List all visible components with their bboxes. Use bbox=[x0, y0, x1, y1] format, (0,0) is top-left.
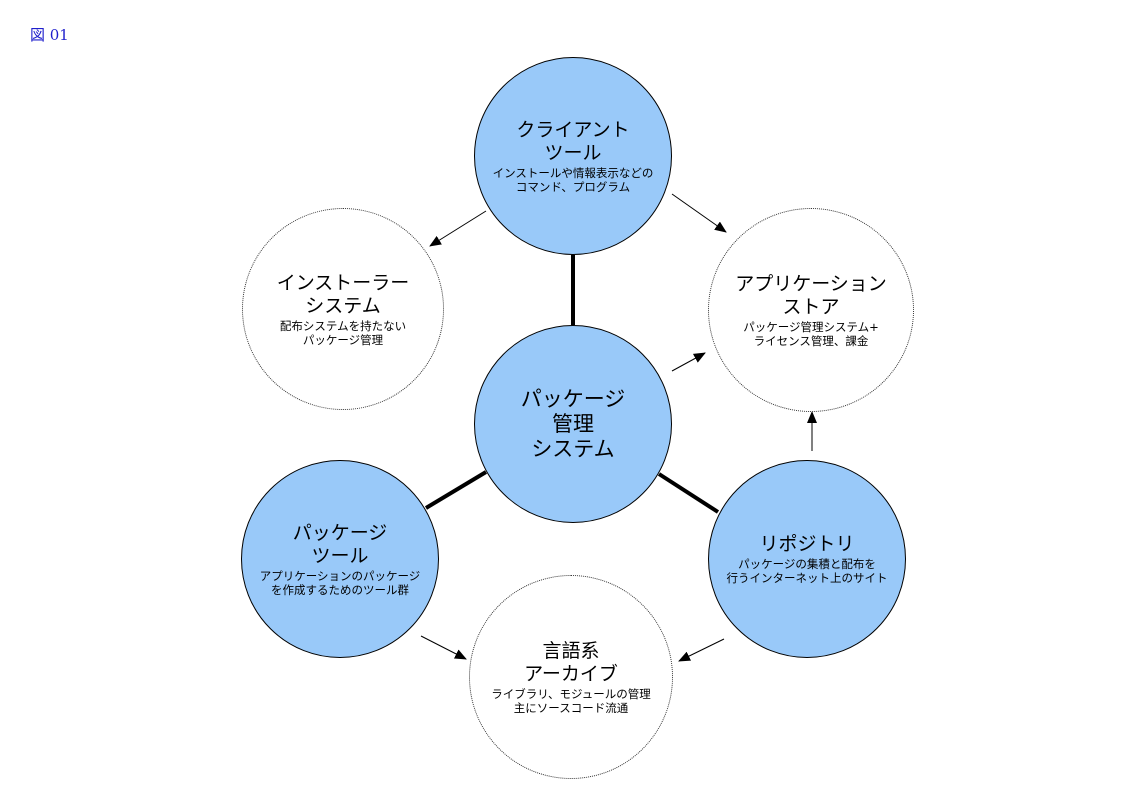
language-archive-title: 言語系 アーカイブ bbox=[524, 639, 618, 685]
arrow-client-to-store bbox=[671, 193, 727, 233]
spoke-package-tool bbox=[424, 470, 488, 510]
node-client-tool: クライアント ツール インストールや情報表示などの コマンド、プログラム bbox=[474, 57, 672, 255]
spoke-repository bbox=[657, 472, 720, 514]
arrow-tool-to-archive bbox=[420, 635, 467, 660]
node-repository: リポジトリ パッケージの集積と配布を 行うインターネット上のサイト bbox=[708, 460, 906, 658]
node-installer-system: インストーラー システム 配布システムを持たない パッケージ管理 bbox=[242, 208, 444, 410]
arrow-pkg-to-store bbox=[671, 352, 706, 372]
language-archive-desc: ライブラリ、モジュールの管理 主にソースコード流通 bbox=[491, 686, 651, 715]
installer-system-desc: 配布システムを持たない パッケージ管理 bbox=[279, 318, 407, 347]
app-store-title: アプリケーション ストア bbox=[735, 272, 887, 318]
package-tool-title: パッケージ ツール bbox=[292, 521, 388, 567]
node-language-archive: 言語系 アーカイブ ライブラリ、モジュールの管理 主にソースコード流通 bbox=[469, 575, 673, 779]
node-app-store: アプリケーション ストア パッケージ管理システム+ ライセンス管理、課金 bbox=[708, 208, 914, 412]
package-tool-desc: アプリケーションのパッケージ を作成するためのツール群 bbox=[259, 568, 421, 597]
figure-label: 図 01 bbox=[30, 26, 69, 44]
client-tool-desc: インストールや情報表示などの コマンド、プログラム bbox=[492, 165, 654, 194]
repository-desc: パッケージの集積と配布を 行うインターネット上のサイト bbox=[726, 557, 888, 585]
app-store-desc: パッケージ管理システム+ ライセンス管理、課金 bbox=[743, 319, 879, 348]
node-package-tool: パッケージ ツール アプリケーションのパッケージ を作成するためのツール群 bbox=[241, 460, 439, 658]
node-package-management: パッケージ 管理 システム bbox=[474, 325, 672, 523]
client-tool-title: クライアント ツール bbox=[516, 118, 630, 164]
package-management-title: パッケージ 管理 システム bbox=[520, 386, 626, 461]
repository-title: リポジトリ bbox=[759, 533, 855, 555]
arrow-repo-to-archive bbox=[678, 638, 725, 662]
installer-system-title: インストーラー システム bbox=[276, 271, 410, 317]
arrow-client-to-installer bbox=[429, 210, 487, 247]
